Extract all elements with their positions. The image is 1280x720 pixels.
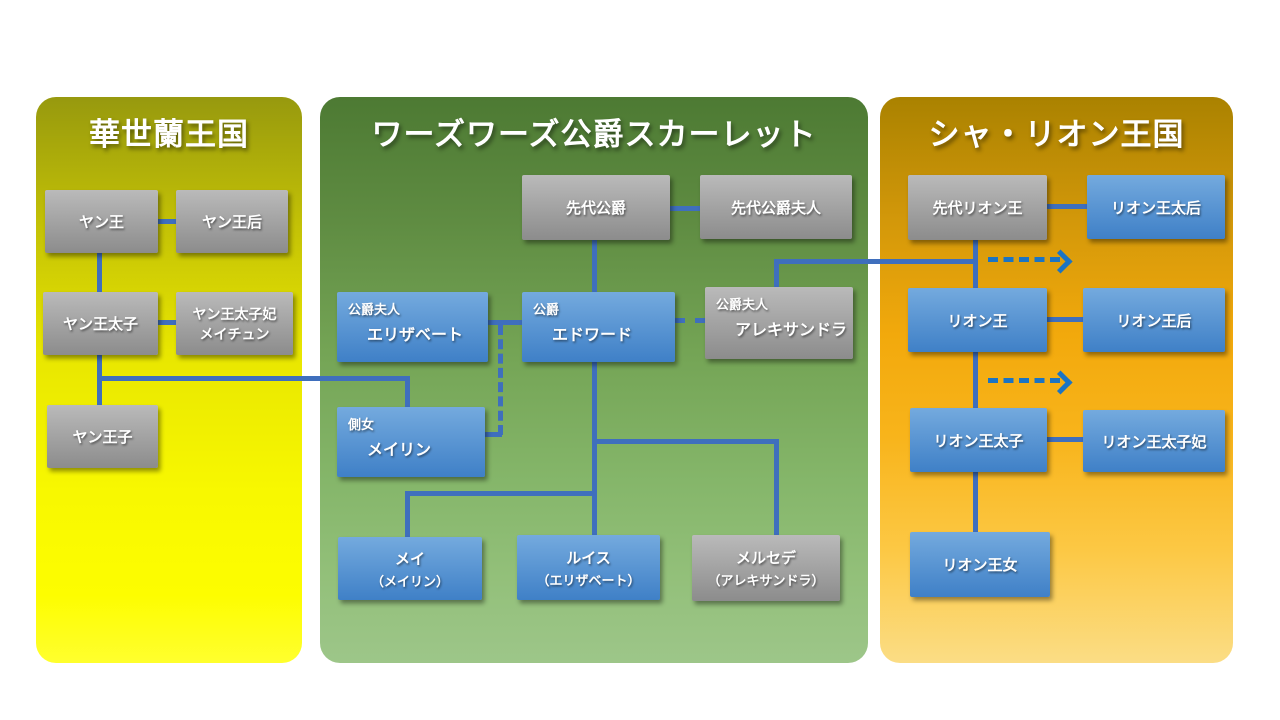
connector-to-mercede-v [774,439,779,535]
connector-crownprince-lionprincess [973,472,978,532]
connector-yan-king-queen [158,219,176,224]
connector-to-mei-h [405,491,597,496]
connector-yan-to-meilin-v [405,376,410,407]
connector-yan-to-meilin-h [97,376,410,381]
node-lion-queen: リオン王后 [1083,288,1225,352]
panel-sha-lion-title: シャ・リオン王国 [928,117,1185,152]
node-lion-princess: リオン王女 [910,532,1050,597]
connector-yan-crownprince-princess [158,320,176,325]
connector-prevlionking-lionking [973,240,978,288]
node-lion-queen-dowager: リオン王太后 [1087,175,1225,239]
connector-prevduke-edward [592,240,597,292]
node-duke-edward: 公爵 エドワード [522,292,675,362]
connector-alexandra-to-lion-h [774,259,978,264]
connector-meilin-stub [485,432,502,437]
node-lion-crown-prince: リオン王太子 [910,408,1047,472]
node-mercede: メルセデ （アレキサンドラ） [692,535,840,601]
node-duchess-alexandra: 公爵夫人 アレキサンドラ [705,287,853,359]
node-concubine-meilin: 側女 メイリン [337,407,485,477]
connector-lionking-queen [1047,317,1083,322]
connector-to-mercede-h [592,439,779,444]
node-lion-king: リオン王 [908,288,1047,352]
connector-crownprince-princess [1047,437,1083,442]
connector-edward-meilin-dashed [498,325,503,435]
node-yan-prince: ヤン王子 [47,405,158,468]
succession-arrow-1 [988,257,1060,262]
connector-prevduke-duchess [670,206,700,211]
succession-arrow-2 [988,378,1060,383]
connector-prevlionking-dowager [1047,204,1087,209]
node-yan-crown-princess: ヤン王太子妃 メイチュン [176,292,293,355]
node-previous-duke: 先代公爵 [522,175,670,240]
node-lion-crown-princess: リオン王太子妃 [1083,410,1225,472]
connector-elisabeth-edward [488,320,522,325]
connector-yan-crownprince-prince [97,355,102,407]
connector-yan-king-crownprince [97,253,102,292]
node-duchess-elisabeth: 公爵夫人 エリザベート [337,292,488,362]
node-mei: メイ （メイリン） [338,537,482,600]
connector-lionking-crownprince [973,352,978,408]
node-previous-duchess: 先代公爵夫人 [700,175,852,239]
panel-wordsworth-title: ワーズワーズ公爵スカーレット [371,117,817,152]
connector-to-mei-v [405,491,410,537]
connector-edward-alexandra-dashed [675,318,705,323]
node-previous-lion-king: 先代リオン王 [908,175,1047,240]
connector-edward-children-v [592,355,597,537]
node-yan-queen: ヤン王后 [176,190,288,253]
node-yan-crown-prince: ヤン王太子 [43,292,158,355]
connector-alexandra-origin-v [774,262,779,288]
node-luis: ルイス （エリザベート） [517,535,660,600]
panel-kaseiran-title: 華世蘭王国 [89,117,249,152]
node-yan-king: ヤン王 [45,190,158,253]
